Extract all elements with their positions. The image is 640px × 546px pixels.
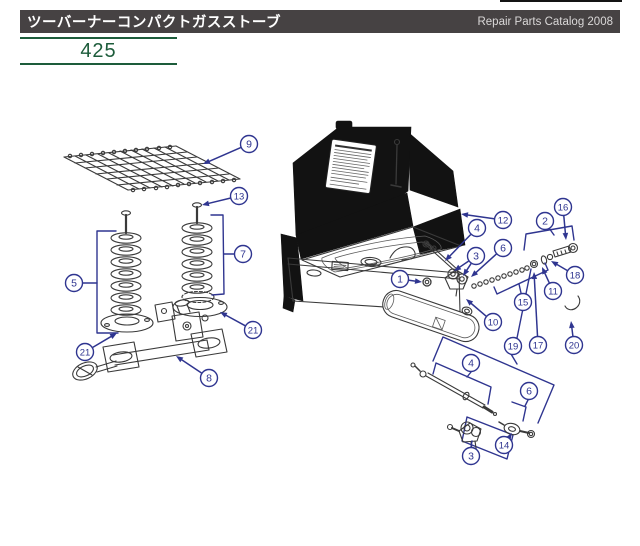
svg-text:16: 16 xyxy=(558,203,569,214)
callout-19: 19 xyxy=(503,336,523,356)
catalog-label: Repair Parts Catalog 2008 xyxy=(477,15,613,28)
callout-11: 11 xyxy=(542,267,563,301)
callout-18: 18 xyxy=(551,261,585,285)
lighter-knob xyxy=(72,361,98,381)
callout-4: 4 xyxy=(445,218,487,261)
burner-manifold-assembly xyxy=(72,299,228,381)
callout-6: 6 xyxy=(519,381,539,401)
callout-20: 20 xyxy=(564,321,584,355)
generator-chain xyxy=(471,265,530,289)
callout-16: 16 xyxy=(553,197,573,240)
svg-text:17: 17 xyxy=(533,341,544,352)
left-burner-ring-stack xyxy=(100,210,154,333)
svg-text:9: 9 xyxy=(246,139,252,151)
callout-14: 14 xyxy=(494,433,514,455)
wind-baffle xyxy=(408,132,459,208)
detail-box xyxy=(410,336,555,461)
svg-text:21: 21 xyxy=(80,348,91,359)
callout-21: 21 xyxy=(220,312,263,340)
callout-6: 6 xyxy=(471,238,513,277)
detail-valve-assembly xyxy=(446,421,482,461)
instruction-label xyxy=(324,138,377,195)
case-left-panel xyxy=(280,233,304,302)
page-number-rule-top xyxy=(20,37,177,39)
svg-text:4: 4 xyxy=(468,358,474,370)
fuel-tank xyxy=(382,289,480,343)
svg-text:13: 13 xyxy=(234,192,245,203)
svg-text:3: 3 xyxy=(468,451,474,463)
grate-wire-loops xyxy=(67,144,237,193)
callout-4: 4 xyxy=(461,353,481,373)
callout-3: 3 xyxy=(461,446,481,466)
callouts-layer: 9 13 7 5 21 21 8 1 12 4 3 6 2 16 18 11 15 10 17 19 20 4 6 3 14 xyxy=(64,134,585,466)
fuel-valve-assembly xyxy=(444,268,469,297)
callout-1: 1 xyxy=(390,269,422,289)
svg-text:21: 21 xyxy=(248,326,259,337)
lid-support-rod xyxy=(390,138,402,188)
svg-text:4: 4 xyxy=(474,223,480,235)
svg-text:7: 7 xyxy=(240,249,246,261)
grill-grate xyxy=(63,144,241,193)
svg-text:10: 10 xyxy=(488,318,499,329)
page-number-block: 425 xyxy=(20,37,177,65)
callout-15: 15 xyxy=(513,292,533,312)
j-hook xyxy=(564,295,581,311)
lid-handle xyxy=(335,120,353,130)
tank-nut xyxy=(422,277,432,287)
callout-3: 3 xyxy=(454,246,486,276)
callout-21: 21 xyxy=(75,333,117,362)
callout-5: 5 xyxy=(64,273,84,293)
callout-13: 13 xyxy=(202,186,249,207)
svg-text:11: 11 xyxy=(548,287,558,298)
stove-case xyxy=(280,120,466,313)
svg-text:19: 19 xyxy=(508,342,519,353)
callout-10: 10 xyxy=(466,299,503,332)
callout-2: 2 xyxy=(535,211,555,231)
detail-tube xyxy=(410,362,498,417)
page-number: 425 xyxy=(80,40,117,62)
svg-text:15: 15 xyxy=(518,298,529,309)
callout-7: 7 xyxy=(233,244,253,264)
callout-8: 8 xyxy=(176,356,219,388)
detail-generator xyxy=(498,421,536,439)
svg-text:1: 1 xyxy=(397,274,403,286)
case-left-foot xyxy=(282,295,296,313)
svg-text:2: 2 xyxy=(542,216,548,228)
svg-text:5: 5 xyxy=(71,278,77,290)
valve-rod xyxy=(424,241,459,273)
callout-17: 17 xyxy=(528,272,548,355)
right-burner-ring-stack xyxy=(172,202,228,318)
stem-hardware xyxy=(529,242,579,269)
callout-9: 9 xyxy=(203,134,259,164)
svg-text:3: 3 xyxy=(473,251,479,263)
callout-12: 12 xyxy=(461,210,513,230)
svg-text:18: 18 xyxy=(570,271,581,282)
page-title: ツーバーナーコンパクトガスストーブ xyxy=(27,15,281,31)
svg-text:20: 20 xyxy=(569,341,580,352)
page-number-rule-bottom xyxy=(20,63,177,65)
title-bar: ツーバーナーコンパクトガスストーブ Repair Parts Catalog 2… xyxy=(20,10,620,33)
svg-text:6: 6 xyxy=(526,386,532,398)
svg-text:12: 12 xyxy=(498,216,509,227)
callout-brackets xyxy=(82,214,575,448)
svg-text:8: 8 xyxy=(206,373,212,385)
svg-text:6: 6 xyxy=(500,243,506,255)
case-back-wall xyxy=(295,192,414,260)
svg-text:14: 14 xyxy=(499,441,510,452)
scan-edge-line xyxy=(500,0,622,2)
